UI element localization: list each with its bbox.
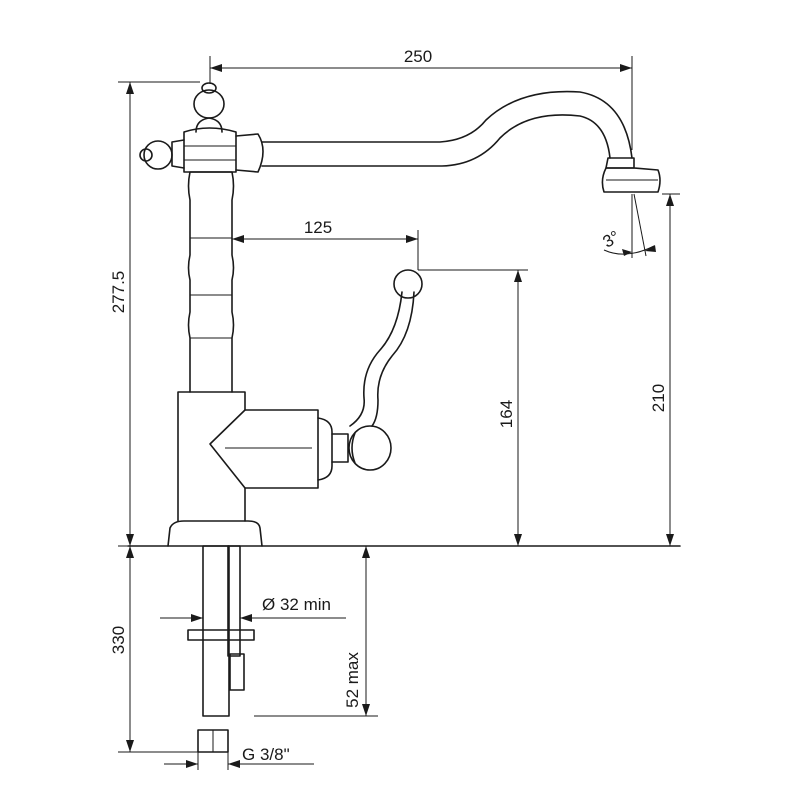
spout-collar bbox=[235, 133, 264, 173]
spout-top bbox=[261, 90, 633, 159]
aerator-ring bbox=[605, 157, 635, 169]
dimension-lines bbox=[118, 56, 680, 770]
cartridge-cap bbox=[317, 417, 333, 481]
dim-overall-height: 277.5 bbox=[109, 271, 128, 314]
dim-hole-diameter: Ø 32 min bbox=[262, 595, 331, 614]
dim-max-thickness: 52 max bbox=[343, 652, 362, 708]
lever-ball bbox=[393, 269, 423, 299]
mounting-plate bbox=[187, 629, 255, 641]
column-head bbox=[183, 127, 237, 173]
cartridge-cone bbox=[209, 409, 246, 489]
dim-lever-height: 164 bbox=[497, 400, 516, 428]
side-cap-left bbox=[171, 139, 185, 169]
cartridge-knob bbox=[348, 425, 392, 471]
finial bbox=[195, 117, 223, 133]
aerator bbox=[601, 167, 661, 193]
dim-connection-thread: G 3/8" bbox=[242, 745, 290, 764]
dim-spout-angle: 3° bbox=[599, 227, 623, 252]
spout-bottom bbox=[261, 114, 611, 167]
supply-hose bbox=[202, 545, 230, 717]
faucet-outline bbox=[127, 82, 681, 753]
fixing-rod bbox=[229, 653, 245, 691]
dim-spout-height: 210 bbox=[649, 384, 668, 412]
dim-spout-reach: 250 bbox=[404, 47, 432, 66]
column bbox=[187, 171, 235, 393]
base-flange bbox=[167, 520, 263, 547]
lever-stem bbox=[349, 291, 403, 427]
dim-lever-reach: 125 bbox=[304, 218, 332, 237]
dim-hose-length: 330 bbox=[109, 626, 128, 654]
main-body bbox=[177, 391, 319, 522]
threaded-shank bbox=[227, 545, 241, 657]
